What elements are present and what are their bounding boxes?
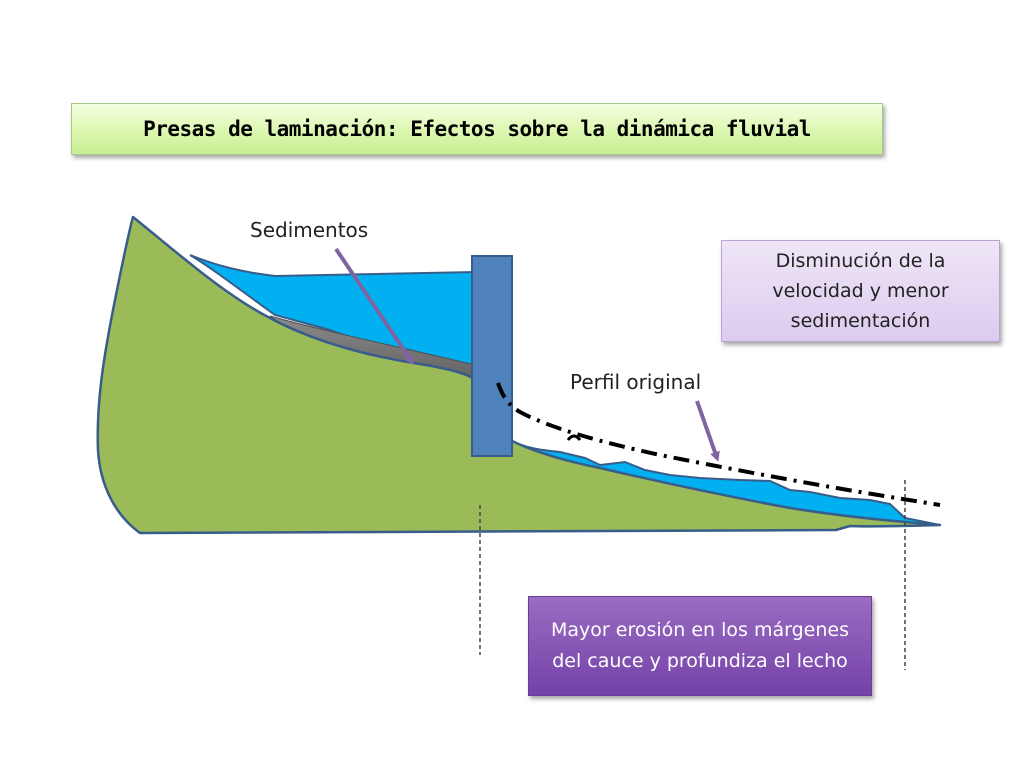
dam (471, 255, 513, 457)
sediments-arrow (334, 247, 415, 366)
original-profile-arrow (695, 400, 720, 462)
original-profile-mark (566, 434, 582, 441)
diagram-title: Presas de laminación: Efectos sobre la d… (143, 117, 811, 141)
original-profile-line (496, 382, 941, 507)
title-banner: Presas de laminación: Efectos sobre la d… (71, 103, 883, 155)
original-profile-label: Perfil original (570, 370, 702, 394)
erosion-callout-text: Mayor erosión en los márgenes del cauce … (551, 619, 849, 672)
sediments-label: Sedimentos (250, 218, 369, 242)
erosion-callout: Mayor erosión en los márgenes del cauce … (528, 596, 872, 696)
velocity-callout: Disminución de la velocidad y menor sedi… (721, 240, 1000, 342)
terrain-profile (96, 215, 942, 535)
velocity-callout-text: Disminución de la velocidad y menor sedi… (772, 250, 949, 332)
